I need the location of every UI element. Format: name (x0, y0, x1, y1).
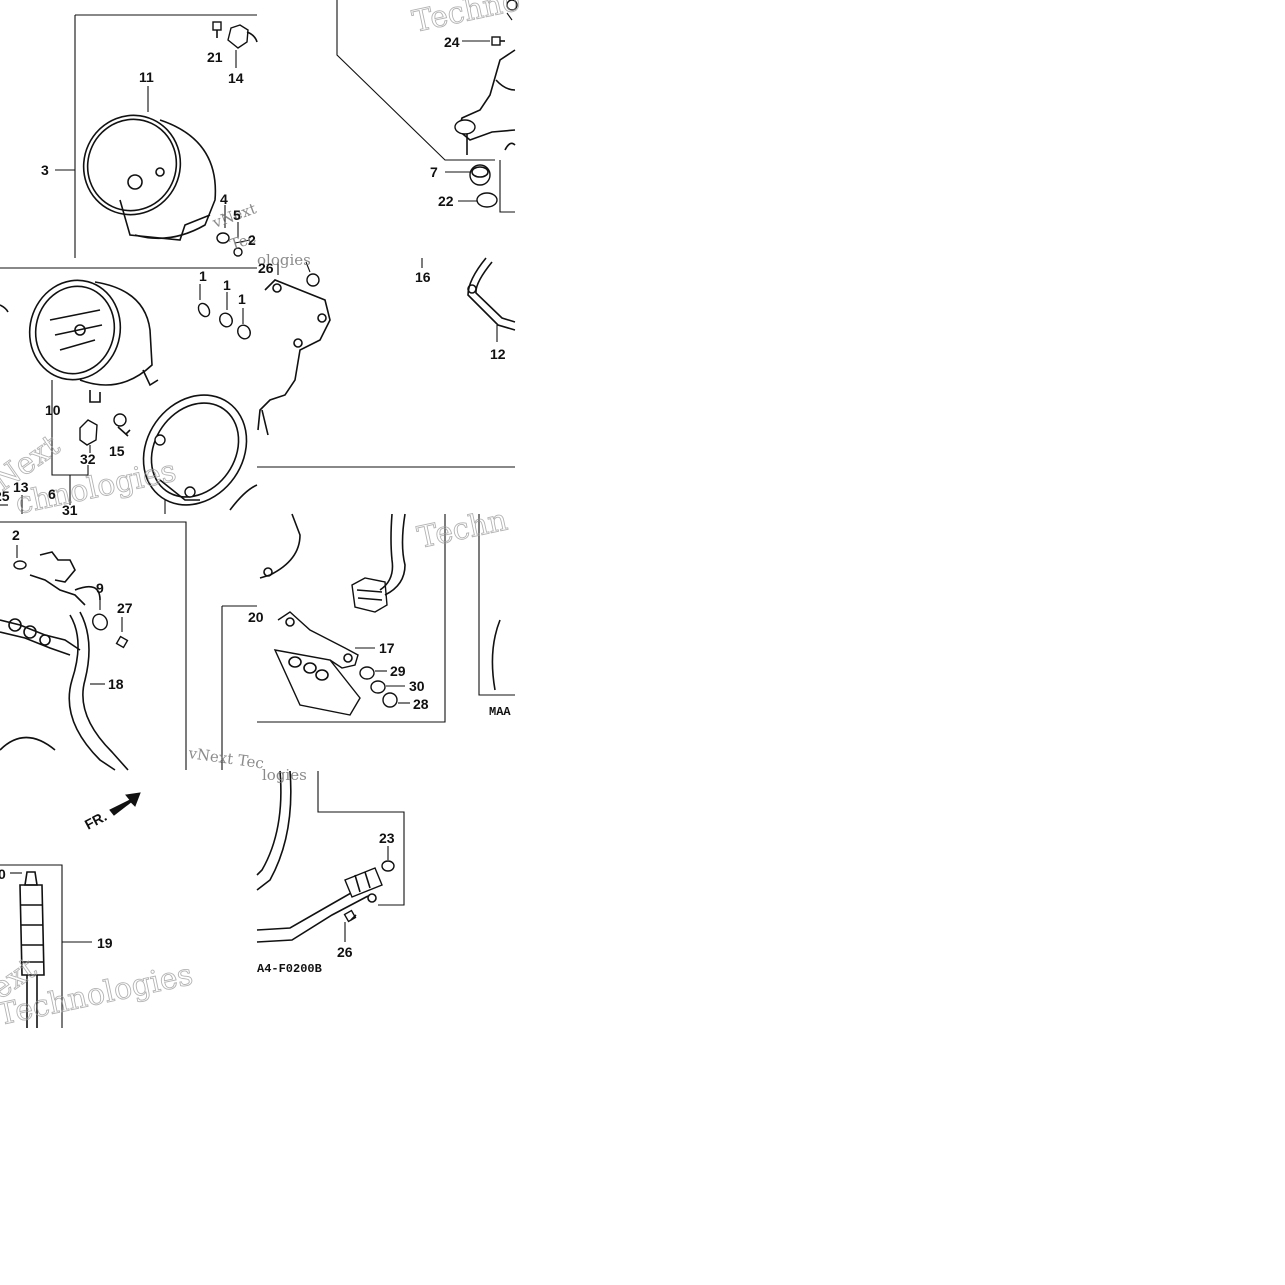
callout-label: 27 (117, 600, 133, 616)
nut-28-part (382, 692, 398, 708)
callout-label: 16 (415, 269, 431, 285)
washer-30-part (370, 680, 386, 694)
callout-label: 26 (258, 260, 274, 276)
collar-22-part (476, 192, 498, 208)
grommet-14-part (227, 24, 258, 49)
callout-label: 11 (139, 69, 154, 85)
screw-27-part (115, 635, 129, 649)
bulb-15-part (113, 413, 131, 437)
watermark: logies (262, 766, 307, 784)
callout-label: 9 (96, 580, 104, 596)
socket-32-part (79, 419, 98, 446)
callout-label: 30 (409, 678, 425, 694)
callout-label: 18 (108, 676, 124, 692)
callout-label: 4 (220, 191, 228, 207)
wire-harness-part (0, 551, 129, 771)
callout-label: 10 (45, 402, 61, 418)
figure-code: MAA (489, 705, 511, 719)
callout-label: 25 (0, 488, 10, 504)
tile-cable-lower (256, 770, 405, 943)
callout-label: 1 (238, 291, 246, 307)
callout-label: 21 (207, 49, 223, 65)
washer-29-part (359, 666, 375, 680)
callout-label: 1 (199, 268, 207, 284)
callouts: 1 1 1 1 2 2 3 4 5 6 7 9 10 11 12 13 14 1… (0, 34, 506, 960)
connector-part (351, 513, 406, 613)
clip-9-part (92, 613, 108, 631)
tile-stay (336, 0, 518, 213)
watermarks: Techno vNext Tec ologies Next chnologies… (0, 0, 524, 1033)
callout-label: 2 (248, 232, 256, 248)
o-ring-23-part (381, 860, 395, 872)
cable-end-part (344, 867, 383, 903)
callout-label: 26 (337, 944, 353, 960)
callout-label: 32 (80, 451, 96, 467)
callout-label: 3 (41, 162, 49, 178)
callout-label: 28 (413, 696, 429, 712)
tile-meter-assembly (0, 267, 258, 514)
gasket-12-part (467, 257, 516, 331)
callout-label: 0 (0, 866, 6, 882)
callout-label: 15 (109, 443, 125, 459)
callout-label: 24 (444, 34, 460, 50)
rim-part (142, 394, 248, 506)
callout-label: 14 (228, 70, 244, 86)
screw-24-part (491, 36, 505, 46)
figure-code: A4-F0200B (257, 962, 322, 976)
tile-case-bracket (257, 257, 516, 468)
meter-case-part (82, 114, 217, 241)
callout-label: 6 (48, 486, 56, 502)
screw-21-part (212, 21, 222, 38)
tile-meter-case (55, 14, 258, 258)
callout-label: 31 (62, 502, 78, 518)
callout-label: 22 (438, 193, 454, 209)
callout-label: 29 (390, 663, 406, 679)
resistor-bracket-part (273, 611, 361, 716)
callout-label: 19 (97, 935, 113, 951)
callout-label: 1 (223, 277, 231, 293)
nut-7-part (469, 164, 491, 186)
watermark: Techn (414, 503, 510, 556)
callout-label: 5 (233, 207, 241, 223)
meter-assembly-part (28, 279, 159, 403)
callout-label: 2 (12, 527, 20, 543)
bracket-part (257, 279, 331, 436)
tile-speedometer-cable (0, 864, 92, 1028)
callout-label: 23 (379, 830, 395, 846)
speedometer-cable-part (19, 871, 45, 1028)
tile-wire-harness (0, 521, 187, 816)
screw-26-part (343, 909, 357, 923)
tile-resistor (221, 513, 515, 770)
stay-bracket-part (454, 49, 516, 155)
callout-label: 20 (248, 609, 264, 625)
callout-label: 13 (13, 479, 29, 495)
callout-label: 12 (490, 346, 506, 362)
front-arrow-label: FR. (82, 808, 109, 833)
watermark: ologies (257, 251, 311, 269)
callout-label: 17 (379, 640, 395, 656)
front-arrow (109, 792, 141, 816)
watermark: Techno (409, 0, 523, 40)
watermark: vNext Tec (186, 744, 265, 773)
callout-label: 7 (430, 164, 438, 180)
